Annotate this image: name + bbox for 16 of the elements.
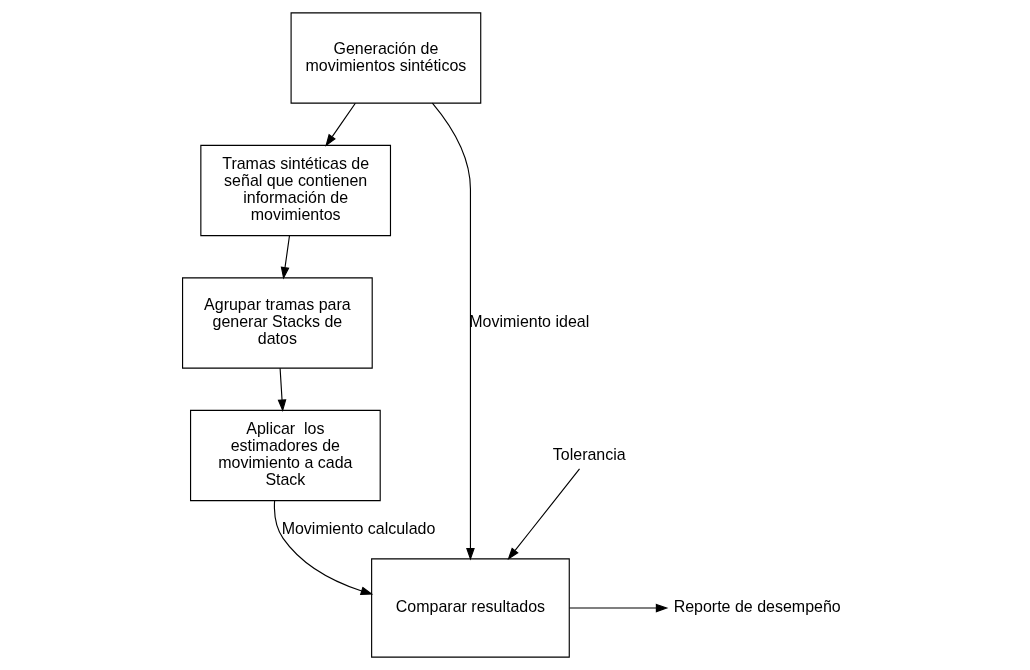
node-box: Aplicar los estimadores de movimiento a cada Stack [190, 409, 381, 502]
arrow [507, 468, 581, 560]
arrow [431, 102, 475, 561]
arrow [280, 235, 291, 280]
arrow [273, 500, 374, 596]
node-text: Tolerancia [552, 445, 626, 463]
arrow [569, 603, 669, 613]
edge-label: Movimiento calculado [281, 520, 436, 537]
arrow [277, 367, 287, 413]
arrow [325, 102, 356, 147]
edge-label: Movimiento ideal [469, 313, 590, 331]
node-box: Comparar resultados [371, 558, 570, 658]
node-box: Agrupar tramas para generar Stacks de datos [182, 277, 373, 369]
node-text: Reporte de desempeño [673, 598, 841, 616]
node-box: Tramas sintéticas de señal que contienen información de movimientos [200, 144, 392, 237]
node-box: Generación de movimientos sintéticos [290, 12, 482, 104]
